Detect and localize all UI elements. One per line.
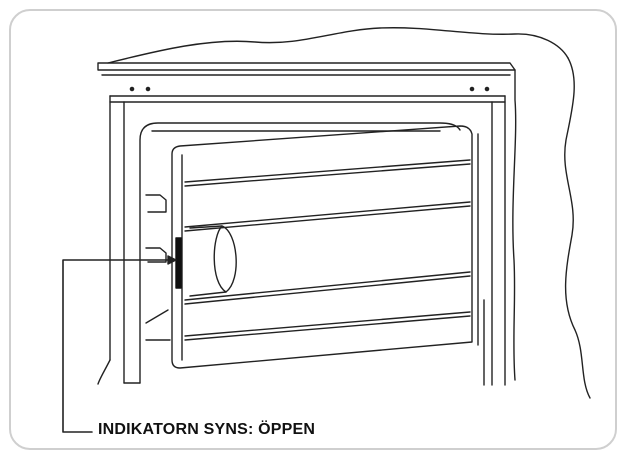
screw-dot-right-2 xyxy=(485,87,488,90)
screw-dot-left-1 xyxy=(130,87,133,90)
cabinet-side-right-edge xyxy=(513,70,516,380)
cabinet-left-cutout xyxy=(98,360,110,384)
drawer-handle-curve xyxy=(214,226,226,292)
drawer-rib-1b xyxy=(185,164,470,186)
drawer-rib-3 xyxy=(185,272,470,300)
screw-dot-left-2 xyxy=(146,87,149,90)
cabinet-right-cutout xyxy=(565,58,590,398)
drawer-rib-4 xyxy=(185,312,470,336)
drawer-rib-1 xyxy=(185,160,470,182)
indicator-caption: INDIKATORN SYNS: ÖPPEN xyxy=(98,421,315,439)
drawer-rib-4b xyxy=(185,316,470,340)
freezer-opening xyxy=(140,123,460,383)
drawer-rib-2b xyxy=(185,206,470,231)
screw-dot-right-1 xyxy=(470,87,473,90)
drawer-handle xyxy=(190,226,236,296)
cabinet-worktop xyxy=(98,63,515,70)
drawer-rib-2 xyxy=(185,202,470,227)
drawer-front-panel xyxy=(172,126,472,368)
indicator-bar xyxy=(176,238,181,288)
outer-frame xyxy=(10,10,616,449)
cabinet-top-back-edge xyxy=(108,28,568,63)
leader-line xyxy=(63,260,176,432)
left-rail-lower xyxy=(146,310,168,323)
left-rail-upper xyxy=(146,195,166,212)
